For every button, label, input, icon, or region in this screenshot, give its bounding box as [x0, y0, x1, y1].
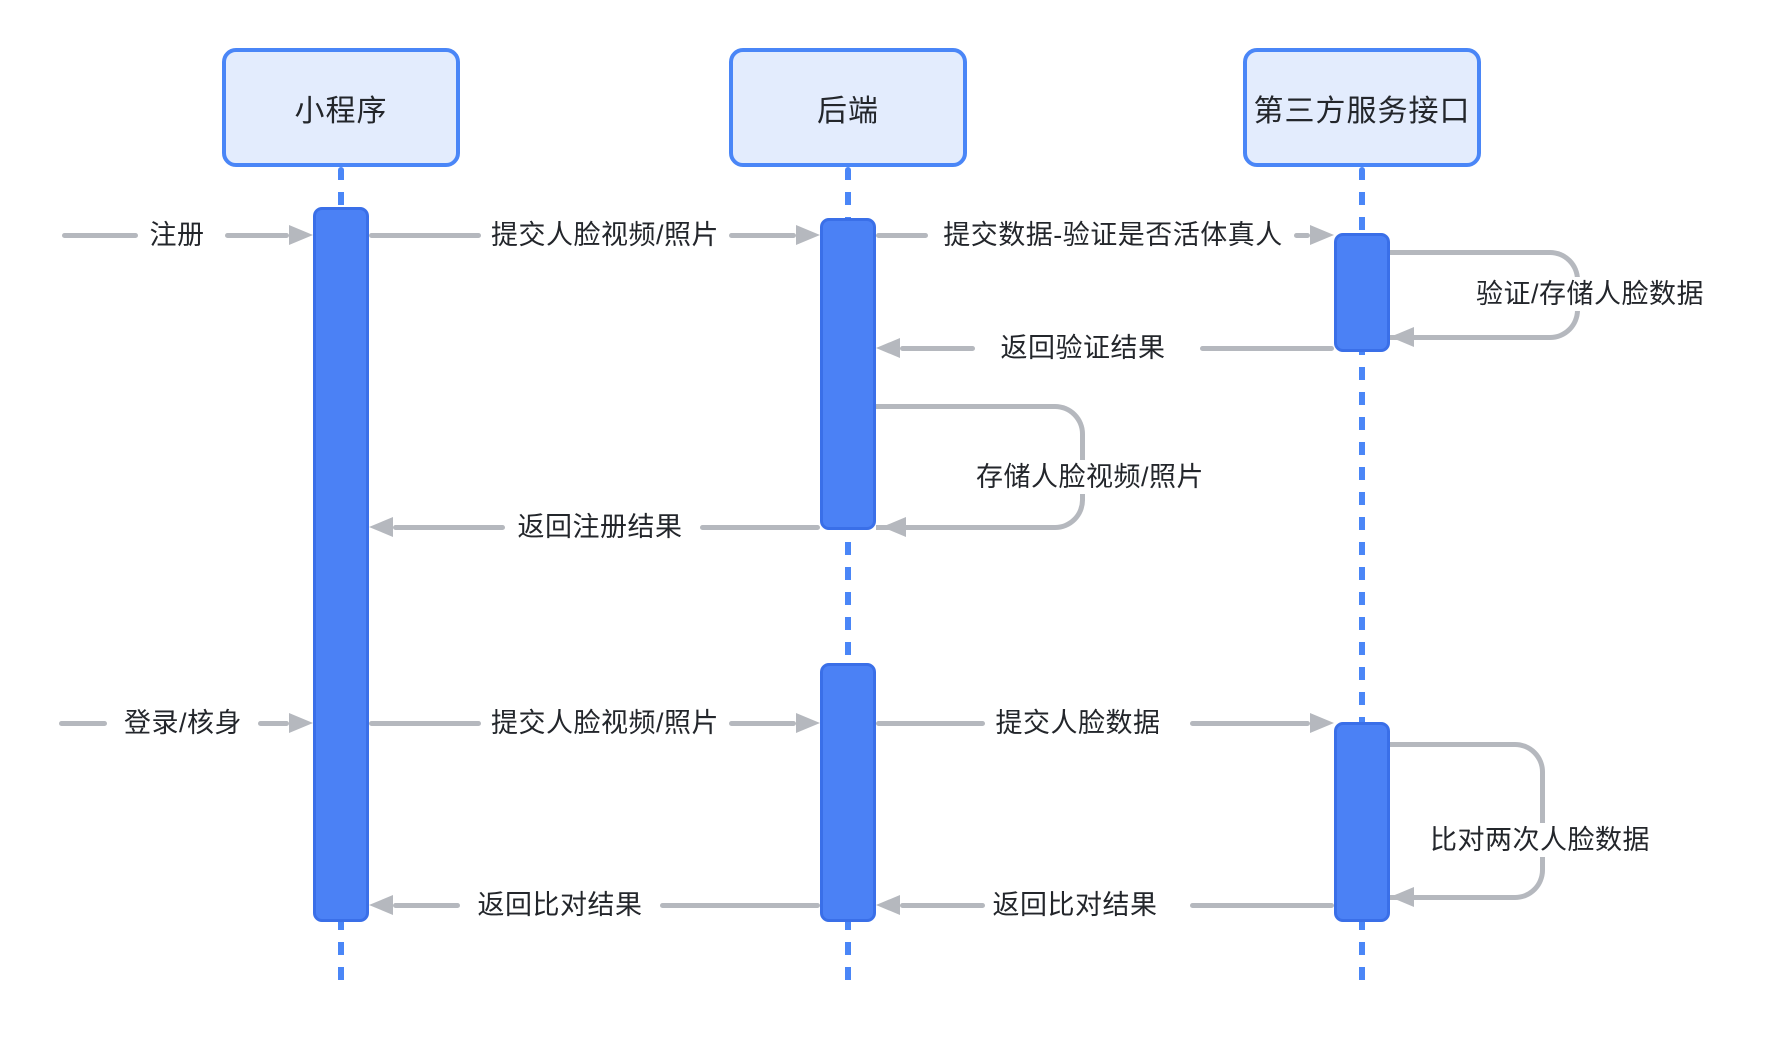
arrowhead-left [1390, 887, 1414, 907]
message-line [1190, 721, 1310, 726]
activation-bar-backend-1 [820, 218, 876, 530]
lifeline-backend [845, 167, 851, 985]
message-line [225, 233, 289, 238]
message-label: 提交人脸视频/照片 [490, 220, 720, 250]
message-line [729, 233, 796, 238]
arrowhead-right [796, 225, 820, 245]
message-line [369, 233, 481, 238]
arrowhead-left [1390, 327, 1414, 347]
actor-header-backend: 后端 [729, 48, 967, 167]
activation-bar-third-party-1 [1334, 233, 1390, 352]
message-line [700, 525, 820, 530]
arrowhead-right [1310, 225, 1334, 245]
arrowhead-right [1310, 713, 1334, 733]
self-loop-compare-faces [1390, 742, 1545, 900]
message-line [59, 721, 107, 726]
activation-bar-third-party-2 [1334, 722, 1390, 922]
actor-label: 小程序 [294, 94, 388, 128]
message-label: 提交数据-验证是否活体真人 [943, 220, 1283, 250]
lifeline-third-party [1359, 167, 1365, 985]
message-line [876, 721, 985, 726]
message-line [900, 903, 985, 908]
self-message-label: 比对两次人脸数据 [1422, 823, 1658, 857]
activation-bar-backend-2 [820, 663, 876, 922]
actor-label: 第三方服务接口 [1253, 94, 1471, 128]
message-line [1294, 233, 1310, 238]
arrowhead-left [876, 895, 900, 915]
arrowhead-left [882, 517, 906, 537]
message-line [1200, 346, 1334, 351]
arrowhead-left [369, 517, 393, 537]
message-label: 登录/核身 [123, 708, 243, 738]
self-message-label: 存储人脸视频/照片 [967, 460, 1213, 494]
message-line [393, 525, 505, 530]
activation-bar-miniprogram [313, 207, 369, 922]
message-line [1190, 903, 1334, 908]
message-line [729, 721, 796, 726]
message-line [258, 721, 289, 726]
message-label: 返回验证结果 [1000, 333, 1166, 363]
message-label: 返回注册结果 [517, 512, 683, 542]
self-message-label: 验证/存储人脸数据 [1467, 277, 1713, 311]
actor-header-miniprogram: 小程序 [222, 48, 460, 167]
message-line [900, 346, 975, 351]
arrowhead-right [289, 225, 313, 245]
message-line [876, 233, 928, 238]
message-line [369, 721, 481, 726]
message-label: 提交人脸视频/照片 [490, 708, 720, 738]
arrowhead-left [876, 338, 900, 358]
arrowhead-left [369, 895, 393, 915]
message-label: 注册 [149, 220, 205, 250]
arrowhead-right [796, 713, 820, 733]
message-label: 返回比对结果 [477, 890, 643, 920]
message-line [393, 903, 460, 908]
arrowhead-right [289, 713, 313, 733]
actor-header-third-party: 第三方服务接口 [1243, 48, 1481, 167]
actor-label: 后端 [817, 94, 879, 128]
message-label: 返回比对结果 [992, 890, 1158, 920]
message-line [62, 233, 138, 238]
message-label: 提交人脸数据 [995, 708, 1161, 738]
message-line [660, 903, 820, 908]
